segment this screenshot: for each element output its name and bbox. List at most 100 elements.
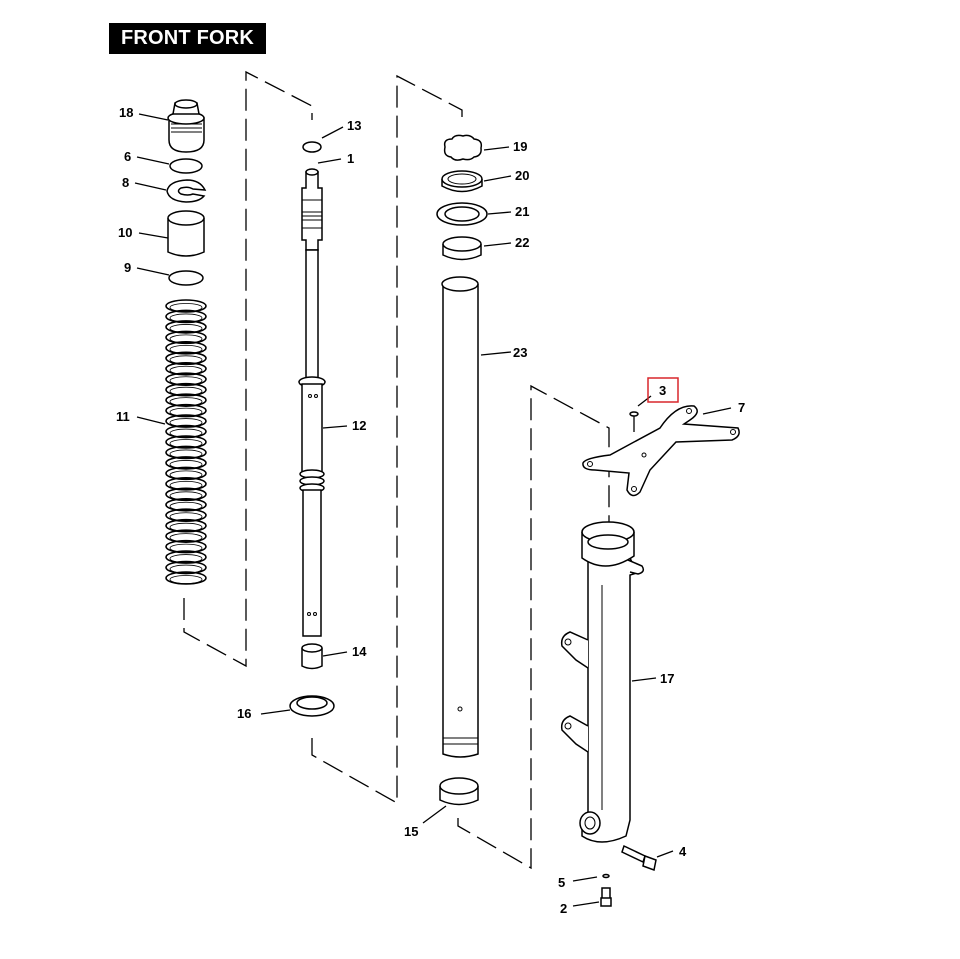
callout-8: 8: [122, 175, 129, 190]
callout-7: 7: [738, 400, 745, 415]
o-ring-6: [169, 158, 203, 174]
bushing-15: [439, 777, 479, 806]
spring-coil-inner: [169, 397, 203, 407]
callout-21: 21: [515, 204, 529, 219]
spring-coil: [165, 529, 207, 543]
callout-6: 6: [124, 149, 131, 164]
spring-coil: [165, 497, 207, 512]
spring-coil-inner: [169, 460, 203, 469]
spring-coil-inner: [169, 533, 203, 543]
callout-10: 10: [118, 225, 132, 240]
spring-coil-inner: [169, 480, 203, 490]
spring-coil: [165, 299, 207, 313]
spring-coil: [165, 550, 207, 564]
spring-coil-inner: [169, 575, 203, 584]
spring-coil: [165, 539, 207, 554]
callout-3: 3: [659, 383, 666, 398]
spring-coil: [165, 435, 207, 449]
spring-coil-inner: [169, 407, 203, 417]
spring-coil: [165, 414, 207, 428]
spring-coil: [165, 403, 207, 418]
callout-17: 17: [660, 671, 674, 686]
seal-20: [441, 170, 483, 193]
callout-4: 4: [679, 844, 687, 859]
spring-coil-inner: [169, 428, 203, 438]
clip-19: [443, 134, 483, 161]
spring-coil-inner: [169, 344, 203, 354]
o-ring-13: [302, 141, 322, 153]
callout-18: 18: [119, 105, 133, 120]
spring-coil-inner: [169, 449, 203, 459]
oil-seal-16: [289, 695, 335, 717]
fork-slider-17: [560, 521, 645, 843]
washer-21: [436, 202, 488, 226]
spring-coil: [165, 456, 207, 470]
bolt-4: [621, 844, 657, 872]
callout-13: 13: [347, 118, 361, 133]
spring-coil-inner: [169, 501, 203, 511]
callout-15: 15: [404, 824, 418, 839]
spacer-10: [167, 210, 205, 257]
spring-coil-inner: [169, 439, 203, 448]
spring-coil: [165, 361, 207, 376]
washer-9: [168, 270, 204, 286]
callout-20: 20: [515, 168, 529, 183]
washer-5: [602, 873, 610, 879]
spring-coil: [165, 320, 207, 334]
callout-16: 16: [237, 706, 251, 721]
spring-coil-inner: [169, 303, 203, 312]
screw-2: [600, 887, 612, 907]
spring-coil: [165, 341, 207, 355]
spring-coil-inner: [169, 418, 203, 427]
damper-rod-1: [301, 168, 323, 251]
callout-1: 1: [347, 151, 354, 166]
spring-coil: [165, 487, 207, 502]
spring-coil: [165, 424, 207, 439]
spring-coil: [165, 372, 207, 387]
spring-coil-inner: [169, 313, 203, 323]
assembly-guide-lines: [183, 70, 610, 870]
spring-coil-inner: [169, 365, 203, 375]
callout-5: 5: [558, 875, 565, 890]
spring-coil-inner: [169, 334, 203, 344]
fork-spring-11: [165, 299, 207, 585]
highlight-box-3: [647, 377, 679, 403]
spring-coil: [165, 330, 207, 345]
spring-coil-inner: [169, 512, 203, 522]
spring-coil-inner: [169, 522, 203, 532]
spring-coil: [165, 508, 207, 523]
callout-14: 14: [352, 644, 367, 659]
spring-coil-inner: [169, 554, 203, 563]
screw-3: [629, 411, 639, 432]
spring-coil: [165, 351, 207, 366]
callout-9: 9: [124, 260, 131, 275]
spring-coil-inner: [169, 491, 203, 501]
spring-coil-inner: [169, 324, 203, 333]
callout-11: 11: [116, 409, 130, 424]
callout-22: 22: [515, 235, 529, 250]
callout-labels: 18 6 8 10 9 11 13 1 12 14 16 19 20 21 22…: [116, 105, 745, 916]
callout-12: 12: [352, 418, 366, 433]
diagram-title: FRONT FORK: [109, 23, 266, 54]
spring-coil: [165, 571, 207, 585]
spring-coil: [165, 477, 207, 491]
bushing-14: [301, 643, 323, 670]
spring-coil-inner: [169, 386, 203, 396]
spring-coil-inner: [169, 543, 203, 553]
damper-tube-12: [298, 249, 326, 637]
leader-lines: [134, 113, 732, 907]
callout-2: 2: [560, 901, 567, 916]
spring-coil: [165, 445, 207, 460]
spring-coil: [165, 393, 207, 407]
spring-coil-inner: [169, 376, 203, 386]
callout-23: 23: [513, 345, 527, 360]
fork-cap-18: [167, 99, 205, 153]
bracket-7: [582, 405, 740, 497]
spring-coil: [165, 560, 207, 575]
bushing-22: [442, 236, 482, 261]
spring-coil: [165, 518, 207, 533]
spring-coil-inner: [169, 564, 203, 574]
spring-coil: [165, 309, 207, 324]
spring-coil-inner: [169, 470, 203, 480]
